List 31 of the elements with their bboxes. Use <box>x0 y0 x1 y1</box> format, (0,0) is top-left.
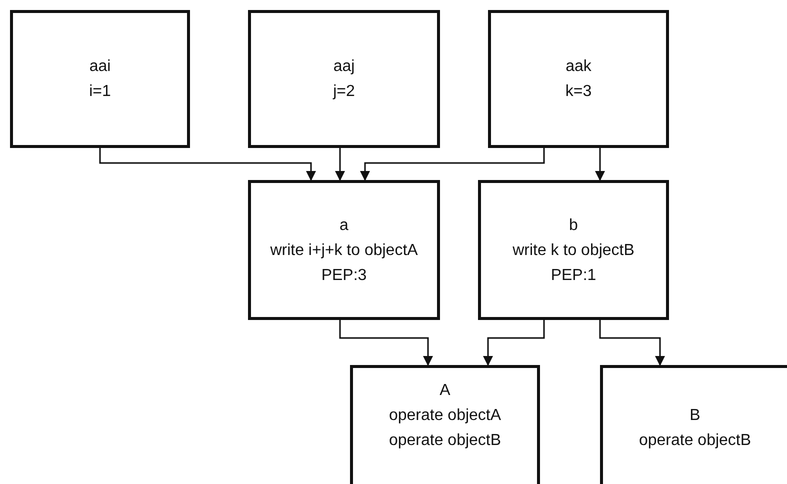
box-text: aak <box>566 57 592 77</box>
box-text: write k to objectB <box>512 240 634 260</box>
box-text: operate objectB <box>638 431 752 451</box>
box-text: j=2 <box>333 82 355 102</box>
arrow <box>595 148 605 181</box>
box-text: aaj <box>333 57 355 77</box>
arrow <box>483 320 545 366</box>
process-box <box>248 10 440 148</box>
process-box <box>350 365 540 484</box>
arrow <box>99 148 316 181</box>
box-text: i=1 <box>89 82 111 102</box>
box-text: B <box>690 406 700 426</box>
process-box <box>478 180 669 320</box>
box-text: k=3 <box>565 82 592 102</box>
arrow <box>599 320 665 366</box>
arrow <box>335 148 345 181</box>
box-text: a <box>340 216 348 236</box>
arrow <box>339 320 433 366</box>
box-text: PEP:3 <box>321 266 367 286</box>
box-text: b <box>569 216 578 236</box>
box-text: PEP:1 <box>550 266 596 286</box>
process-box <box>600 365 787 484</box>
box-text: A <box>440 381 450 401</box>
box-text: operate objectA <box>388 406 502 426</box>
box-text: write i+j+k to objectA <box>270 240 418 260</box>
box-text: aai <box>89 57 111 77</box>
arrow <box>360 148 545 181</box>
process-box <box>488 10 669 148</box>
process-box <box>10 10 190 148</box>
box-text: operate objectB <box>388 431 502 451</box>
process-box <box>248 180 440 320</box>
